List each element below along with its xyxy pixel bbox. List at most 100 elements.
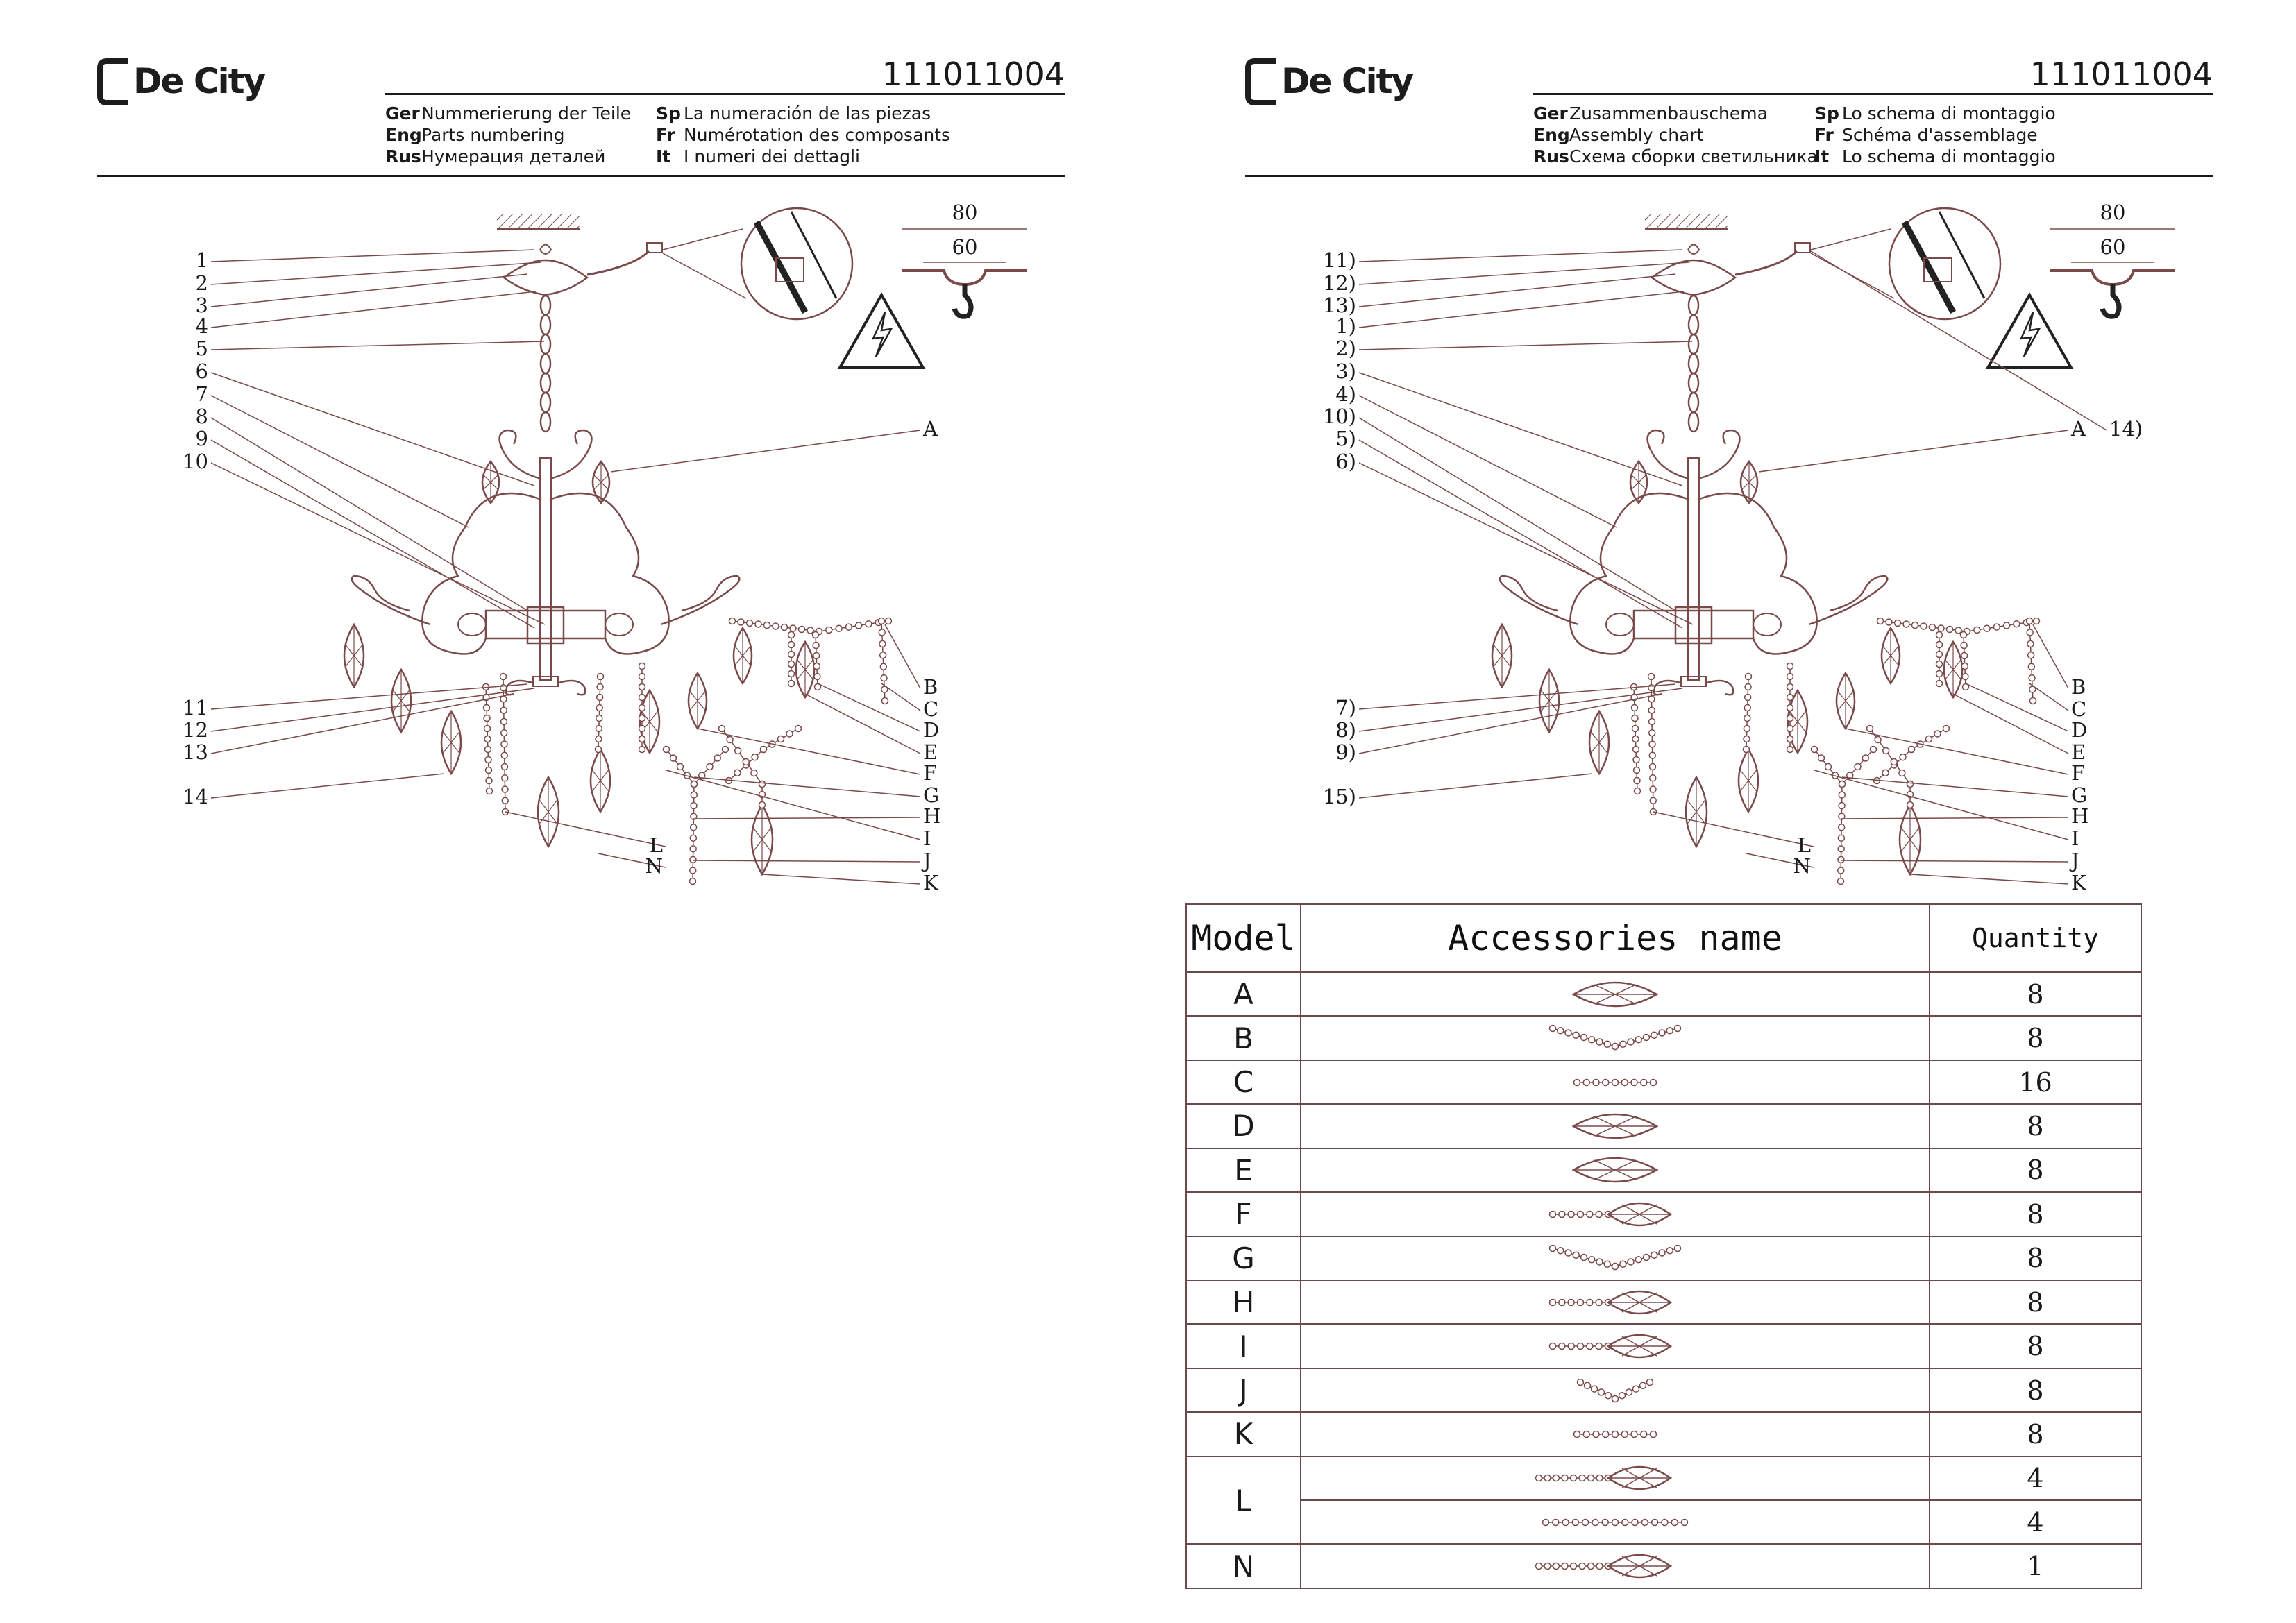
bead (1592, 1078, 1600, 1086)
lang-code: It (656, 146, 671, 167)
bulb-left (457, 613, 487, 636)
bead (2026, 629, 2034, 636)
model-cell: K (1185, 1411, 1301, 1457)
bead (1535, 1562, 1543, 1570)
crystal-facets (1900, 805, 1920, 874)
quantity-cell: 8 (1929, 1367, 2142, 1413)
bead (1649, 797, 1657, 804)
quantity-cell: 8 (1929, 1411, 2142, 1457)
bead (1548, 1244, 1557, 1252)
bead (1552, 1562, 1560, 1570)
bead (1911, 621, 1919, 629)
leader-line (210, 262, 542, 285)
electrical-warning-icon (1985, 291, 2074, 369)
bead (1632, 1384, 1640, 1393)
center-hub (1674, 606, 1713, 645)
bead (1649, 1430, 1657, 1438)
model-cell: N (1185, 1543, 1301, 1589)
chain-link (539, 352, 552, 375)
bead (2013, 620, 2020, 628)
quantity-cell: 8 (1929, 1191, 2142, 1237)
bead (1630, 1430, 1638, 1438)
long-beaded-pendant-icon (1535, 1466, 1673, 1490)
drop-facets (1573, 1116, 1657, 1137)
bead (754, 620, 762, 628)
wire-neutral (1938, 211, 1986, 299)
bead (742, 758, 750, 766)
bead (1625, 1388, 1633, 1396)
leader-line (1845, 728, 2069, 775)
bulb-right (605, 613, 634, 636)
bead (726, 736, 734, 744)
scroll-right (1697, 492, 1818, 655)
bead (1573, 1430, 1581, 1438)
bead (1630, 1078, 1638, 1086)
bead (638, 662, 646, 670)
accessory-beaded-pendant-icon (1300, 1279, 1930, 1325)
bead (1572, 1031, 1580, 1039)
bead (1641, 1518, 1649, 1527)
leader-line (1358, 693, 1662, 754)
bead (1837, 877, 1845, 885)
bead (1595, 1298, 1603, 1306)
bead (1934, 730, 1941, 738)
terminal-block (1794, 242, 1811, 253)
bead (1640, 1430, 1648, 1438)
bead (1658, 1029, 1666, 1037)
accessory-long-beaded-pendant-icon (1300, 1543, 1930, 1589)
bead (638, 745, 646, 754)
bottom-cup (1680, 676, 1707, 687)
bead (690, 791, 698, 799)
model-cell: H (1185, 1279, 1301, 1325)
bead (1786, 662, 1794, 670)
dimension-label-80: 80 (952, 201, 978, 224)
bead (2027, 640, 2034, 648)
bead (1586, 1210, 1594, 1218)
drop-facets (1608, 1336, 1671, 1357)
callout-G: G (2071, 783, 2087, 807)
bead (1935, 650, 1943, 658)
model-cell: F (1185, 1191, 1301, 1237)
upper-arm-left (1646, 429, 1690, 480)
lang-code: Sp (656, 103, 681, 124)
model-number: 111011004 (881, 56, 1065, 93)
bulb-right (1753, 613, 1782, 636)
bead (1571, 1518, 1580, 1527)
bead (1558, 1342, 1566, 1350)
bead (1743, 724, 1751, 733)
bead (1595, 1342, 1603, 1350)
callout-J: J (921, 849, 931, 872)
bead (1959, 631, 1968, 639)
crystal-facets (1739, 749, 1758, 812)
bead (1548, 1342, 1557, 1350)
bead (1596, 1475, 1603, 1482)
quantity-cell: 16 (1929, 1059, 2142, 1105)
bead (812, 641, 820, 649)
bead (1838, 801, 1846, 810)
bead (1960, 652, 1968, 660)
leader-line (817, 683, 921, 732)
model-cell: G (1185, 1235, 1301, 1281)
bead (1925, 735, 1933, 743)
callout-5: 5) (1335, 427, 1356, 450)
leader-line (1358, 688, 1683, 732)
bead (501, 797, 509, 804)
bead (1597, 1388, 1605, 1396)
crystal-facets (482, 461, 499, 503)
bead (1633, 787, 1641, 795)
ceiling-hatch (1645, 214, 1728, 229)
header-quantity: Quantity (1929, 903, 2142, 973)
bead (1906, 780, 1914, 788)
wiring-detail-circle (740, 207, 854, 321)
bead (1578, 1475, 1586, 1482)
bead (1611, 1042, 1619, 1051)
bead (689, 867, 697, 874)
lower-scroll-left (505, 679, 535, 696)
crystal-facets (1882, 628, 1900, 683)
callout-C: C (2071, 697, 2086, 721)
crystal-facets (1687, 777, 1706, 847)
long-bead-chain-icon (1542, 1518, 1689, 1527)
leader-line (692, 817, 921, 819)
bead (1611, 1078, 1619, 1086)
